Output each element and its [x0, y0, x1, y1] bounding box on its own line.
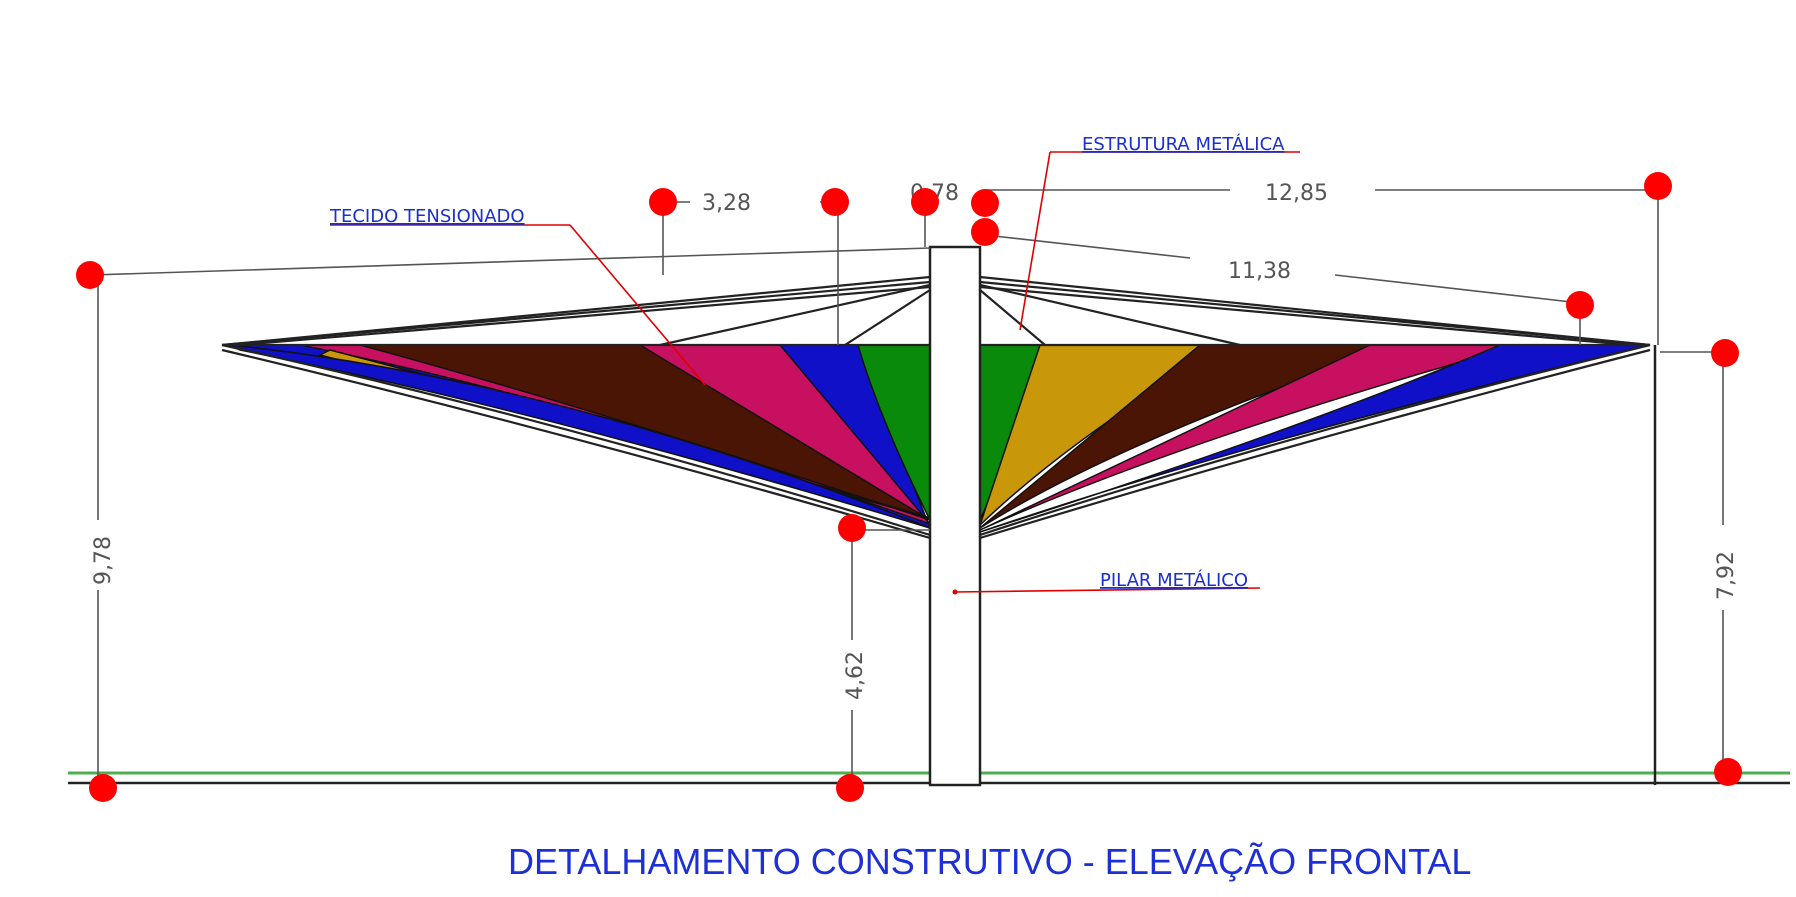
marker: [971, 218, 999, 246]
marker: [836, 774, 864, 802]
tensioned-fabric-right: [979, 344, 1651, 533]
marker: [1711, 339, 1739, 367]
marker: [911, 188, 939, 216]
steel-column: [928, 245, 1657, 787]
dim-left-height: 9,78: [91, 536, 116, 585]
marker: [821, 188, 849, 216]
dim-right-height: 7,92: [1714, 551, 1739, 600]
dim-column-height: 4,62: [843, 651, 868, 700]
dim-top-left: 3,28: [702, 191, 751, 216]
dimension-lines: [91, 189, 1730, 785]
marker: [89, 774, 117, 802]
marker: [649, 188, 677, 216]
marker: [76, 261, 104, 289]
marker: [1714, 758, 1742, 786]
marker: [971, 189, 999, 217]
label-tensioned-fabric: TECIDO TENSIONADO: [329, 206, 525, 227]
control-point-markers: [76, 172, 1742, 802]
dim-top-right: 12,85: [1265, 181, 1328, 206]
marker: [1644, 172, 1672, 200]
label-steel-structure: ESTRUTURA METÁLICA: [1082, 133, 1285, 155]
dim-rafter: 11,38: [1228, 259, 1291, 284]
marker: [838, 514, 866, 542]
drawing-title: DETALHAMENTO CONSTRUTIVO - ELEVAÇÃO FRON…: [508, 841, 1471, 882]
callouts: TECIDO TENSIONADO ESTRUTURA METÁLICA PIL…: [329, 133, 1300, 595]
tensioned-fabric-left: [229, 344, 933, 530]
label-steel-column: PILAR METÁLICO: [1100, 569, 1248, 591]
marker: [1566, 291, 1594, 319]
